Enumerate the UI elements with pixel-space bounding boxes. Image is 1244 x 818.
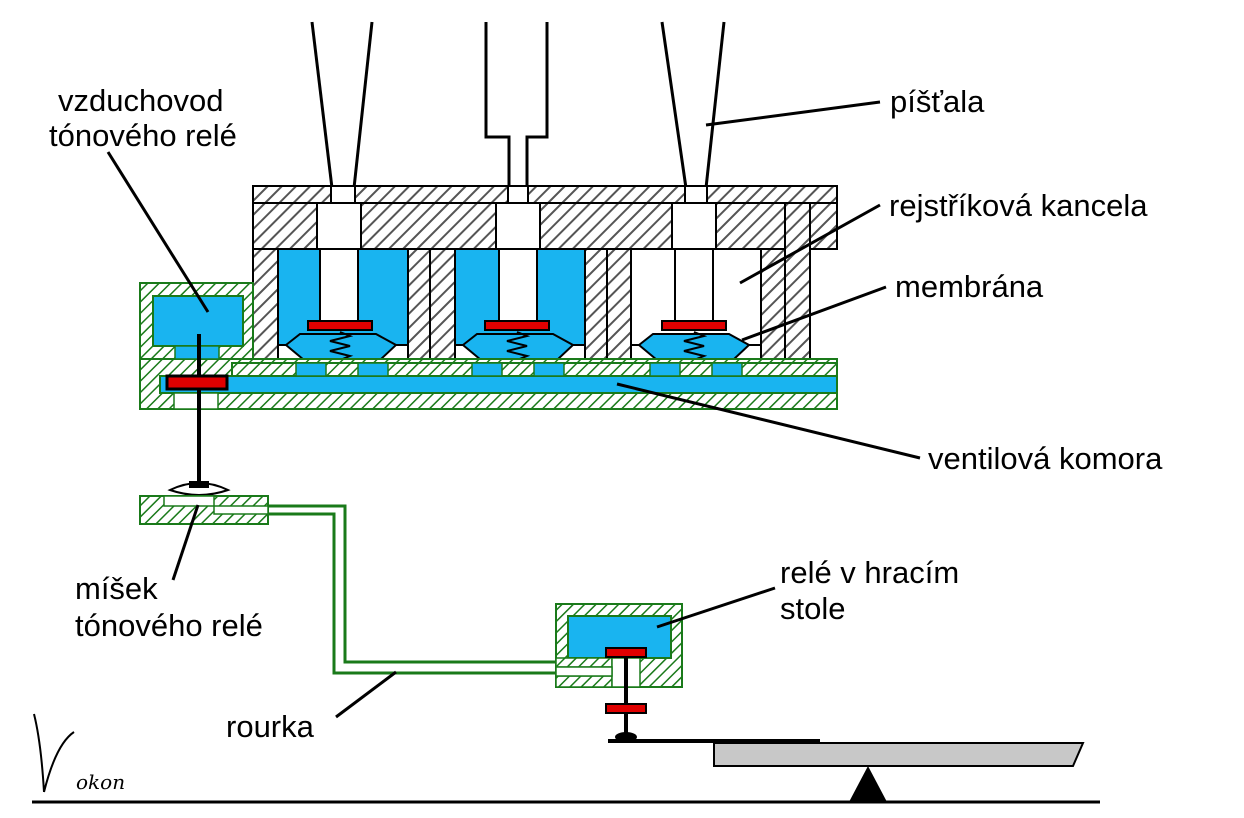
pipe-left [310,21,374,189]
tone-relay-bellows [139,481,269,525]
label-ventilova-komora: ventilová komora [928,441,1163,476]
label-vzduchovod-line1: vzduchovod [58,83,224,118]
label-vzduchovod-line2: tónového relé [49,118,237,153]
label-misek-line1: míšek [75,571,158,606]
membrane-valve-left [284,320,398,361]
label-rejstrikova-kancela: rejstříková kancela [889,188,1148,223]
console-relay [555,603,683,742]
key-lever [608,739,1085,802]
label-rele-line2: stole [780,591,846,626]
valve-chamber [139,358,838,410]
pipe-middle [484,22,549,188]
label-membrana: membrána [895,269,1044,304]
membrane-valve-middle [461,320,575,361]
label-pistala: píšťala [890,84,985,119]
leader-lines [106,100,921,719]
tube [268,504,558,675]
label-rourka: rourka [226,709,314,744]
pipe-right [660,21,726,189]
label-misek-line2: tónového relé [75,608,263,643]
label-rele-line1: relé v hracím [780,555,960,590]
tone-relay-valve [165,334,229,486]
signature-mark [33,713,75,793]
pipe-bores [316,185,717,322]
signature-text: okon [76,770,126,794]
